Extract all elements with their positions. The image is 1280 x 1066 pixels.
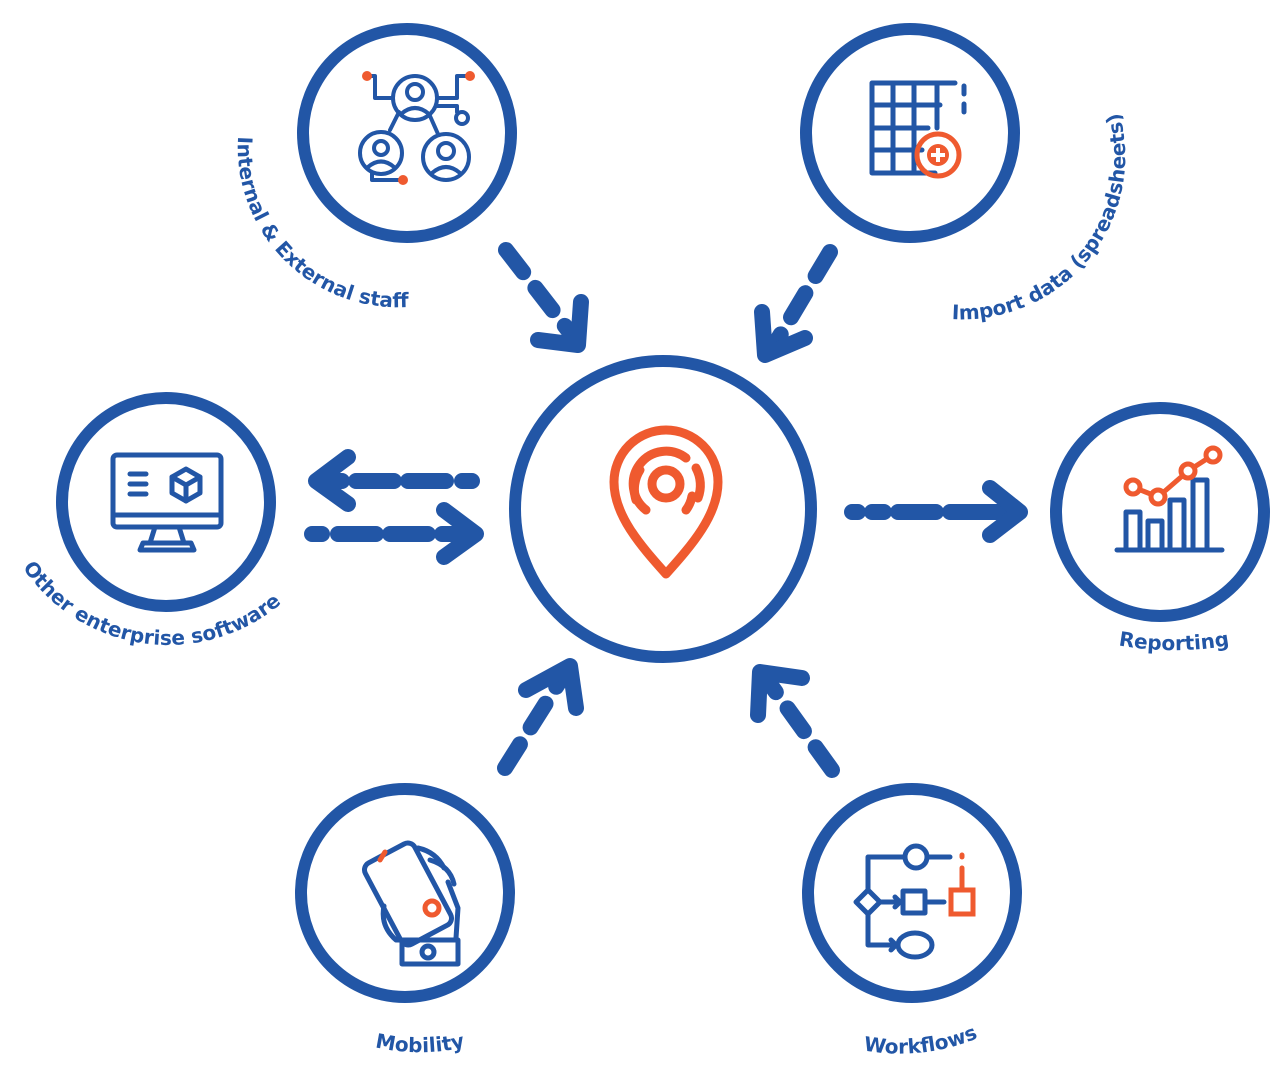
arrow-enterprise-to-hub (304, 502, 484, 565)
arrow-workflows-to-hub (750, 664, 840, 778)
people-network-dots (362, 71, 475, 185)
bar-chart-trend-icon (1114, 477, 1225, 553)
enterprise-node-circle[interactable] (56, 392, 276, 612)
add-plus (927, 144, 949, 166)
phone-accent (377, 849, 442, 918)
people-network-icon (358, 74, 472, 182)
reporting-node-circle[interactable] (1050, 402, 1270, 622)
arrow-staff-to-hub (498, 242, 589, 353)
trend-line (1123, 445, 1223, 507)
arrow-import-to-hub (754, 244, 838, 363)
arrow-mobility-to-hub (497, 658, 584, 776)
reporting-label: Reporting (1118, 627, 1231, 656)
arrow-hub-to-reporting (844, 480, 1028, 543)
workflows-label: Workflows (863, 1020, 981, 1059)
add-icon (914, 131, 962, 179)
hub-circle[interactable] (509, 355, 817, 663)
monitor-cube-icon (110, 452, 224, 553)
flowchart-icon (853, 843, 953, 960)
location-pin-icon (609, 425, 723, 579)
import-node-circle[interactable] (800, 23, 1020, 243)
arrow-hub-to-enterprise (308, 449, 480, 512)
staff-node-circle[interactable] (297, 23, 517, 243)
flowchart-accent (948, 852, 976, 917)
spreadsheet-add-icon (869, 80, 967, 176)
mobility-label: Mobility (374, 1028, 466, 1057)
